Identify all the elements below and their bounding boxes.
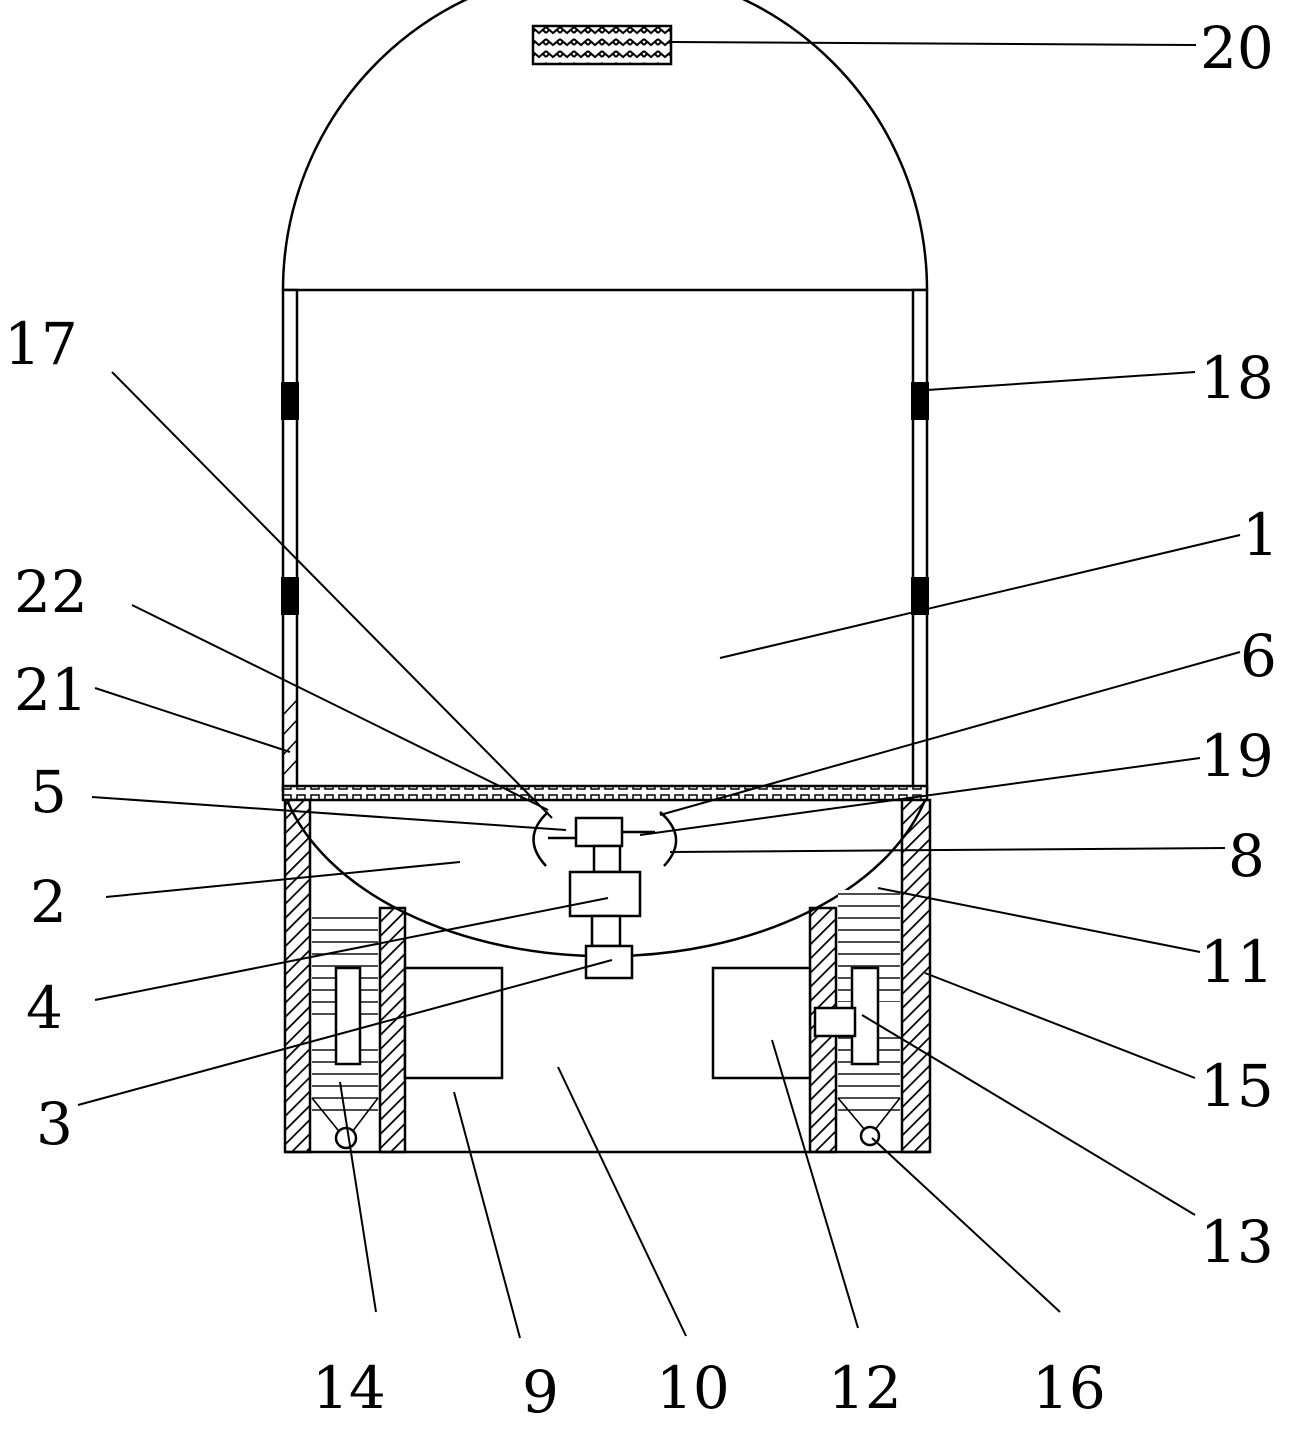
label-4: 4	[26, 974, 63, 1042]
leader-22	[131, 604, 549, 811]
fan-blade-left	[532, 811, 549, 867]
shaft-8	[592, 844, 622, 874]
label-8: 8	[1228, 822, 1265, 890]
right-wall-block-a	[911, 382, 929, 420]
left-valve-ball-14	[334, 1126, 358, 1150]
label-2: 2	[30, 868, 67, 936]
label-16: 16	[1032, 1354, 1106, 1422]
label-20: 20	[1200, 14, 1274, 82]
left-wall-block-a	[281, 382, 299, 420]
fan-hub-5	[574, 816, 624, 848]
leader-6	[659, 651, 1241, 816]
left-wall-block-b	[281, 577, 299, 615]
right-wall-block-b	[911, 577, 929, 615]
leader-9	[453, 1091, 521, 1339]
base-3	[584, 944, 634, 980]
leader-20	[670, 41, 1197, 46]
leader-18	[926, 371, 1196, 391]
label-18: 18	[1200, 344, 1274, 412]
label-21: 21	[14, 656, 88, 724]
label-19: 19	[1200, 722, 1274, 790]
label-22: 22	[14, 558, 88, 626]
leader-4	[94, 897, 609, 1001]
motor-4	[568, 870, 642, 918]
leader-17	[111, 371, 553, 819]
leader-8	[669, 847, 1226, 853]
leader-lines	[77, 41, 1241, 1339]
leader-3	[77, 959, 613, 1106]
label-10: 10	[656, 1354, 730, 1422]
lower-left-outer-wall	[283, 798, 312, 1154]
top-vent-part-20	[531, 24, 673, 66]
label-5: 5	[30, 758, 67, 826]
leader-14	[339, 1081, 377, 1313]
leader-5	[91, 796, 567, 831]
label-3: 3	[36, 1090, 73, 1158]
fan-blade-right	[659, 811, 678, 867]
left-wall	[281, 288, 299, 792]
mesh-plate-19	[281, 784, 929, 802]
label-15: 15	[1200, 1052, 1274, 1120]
box-12	[711, 966, 812, 1080]
dome-cap	[281, 0, 929, 291]
label-12: 12	[828, 1354, 902, 1422]
leader-10	[557, 1066, 687, 1337]
leader-16	[871, 1137, 1061, 1313]
shaft-lower	[590, 914, 622, 948]
wall-detail-21	[282, 699, 298, 776]
lower-left-inner-wall	[378, 906, 407, 1154]
label-9: 9	[522, 1358, 559, 1426]
label-11: 11	[1200, 928, 1274, 996]
leader-13	[861, 1014, 1196, 1216]
right-connector	[813, 1006, 857, 1038]
box-9	[403, 966, 504, 1080]
label-6: 6	[1240, 622, 1277, 690]
leader-11	[877, 887, 1201, 953]
left-component-13	[334, 966, 362, 1066]
label-14: 14	[312, 1354, 386, 1422]
leader-19	[639, 757, 1201, 836]
leader-21	[94, 687, 291, 753]
label-17: 17	[4, 310, 78, 378]
leader-15	[924, 972, 1196, 1079]
leader-12	[771, 1039, 859, 1329]
lower-right-outer-wall	[900, 798, 932, 1154]
label-1: 1	[1242, 501, 1279, 569]
leader-1	[719, 534, 1241, 659]
label-13: 13	[1200, 1208, 1274, 1276]
right-wall	[911, 288, 929, 792]
leader-2	[105, 861, 461, 898]
